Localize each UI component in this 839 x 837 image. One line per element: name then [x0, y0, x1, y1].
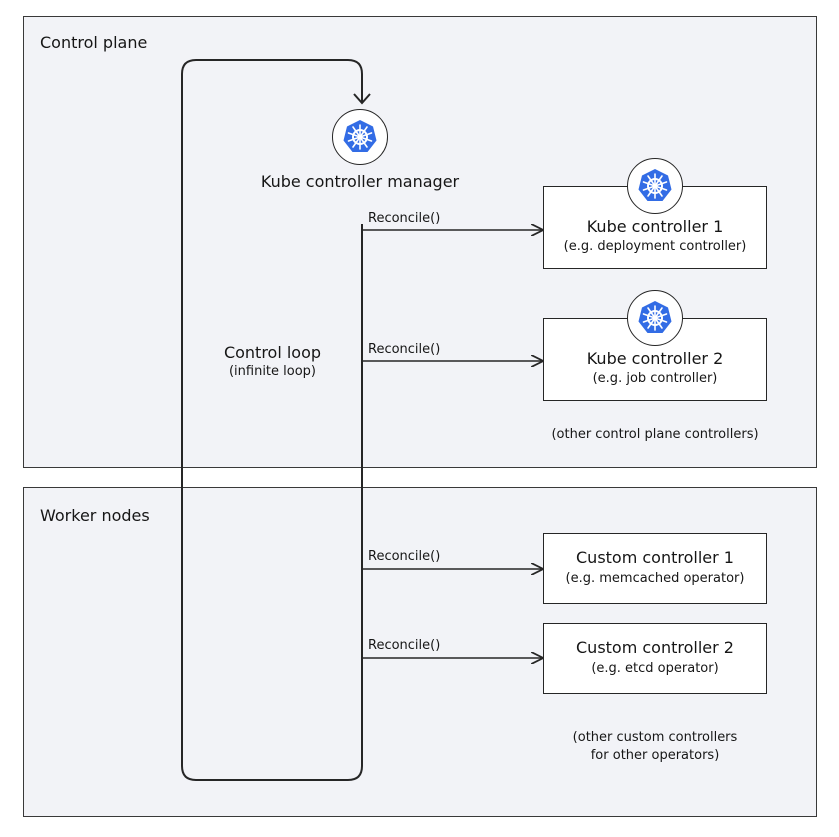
control-plane-title: Control plane — [40, 33, 148, 52]
controller-title: Custom controller 1 — [576, 548, 734, 567]
control-loop-line — [181, 59, 363, 781]
reconcile-label: Reconcile() — [368, 638, 441, 653]
kubernetes-icon — [627, 158, 683, 214]
reconcile-label: Reconcile() — [368, 549, 441, 564]
manager-label: Kube controller manager — [260, 172, 460, 191]
controller-subtitle: (e.g. etcd operator) — [591, 661, 719, 676]
other-control-plane-note: (other control plane controllers) — [551, 427, 759, 442]
custom-controller-1-box: Custom controller 1 (e.g. memcached oper… — [543, 533, 767, 604]
other-custom-note-line-2: for other operators) — [590, 748, 720, 763]
other-custom-note-line-1: (other custom controllers — [572, 730, 738, 745]
reconcile-label: Reconcile() — [368, 211, 441, 226]
control-loop-arrowhead — [353, 93, 371, 105]
controller-subtitle: (e.g. memcached operator) — [565, 571, 745, 586]
kubernetes-icon — [627, 290, 683, 346]
kube-controller-1-box: Kube controller 1 (e.g. deployment contr… — [543, 186, 767, 269]
control-loop-title: Control loop — [223, 343, 322, 362]
controller-title: Kube controller 2 — [586, 349, 724, 368]
control-loop-subtitle: (infinite loop) — [228, 364, 317, 379]
reconcile-label: Reconcile() — [368, 342, 441, 357]
controller-subtitle: (e.g. deployment controller) — [563, 239, 747, 254]
custom-controller-2-box: Custom controller 2 (e.g. etcd operator) — [543, 623, 767, 694]
controller-subtitle: (e.g. job controller) — [592, 371, 718, 386]
controller-title: Custom controller 2 — [576, 638, 734, 657]
kubernetes-icon — [332, 109, 388, 165]
controller-title: Kube controller 1 — [586, 217, 724, 236]
worker-nodes-title: Worker nodes — [40, 506, 150, 525]
